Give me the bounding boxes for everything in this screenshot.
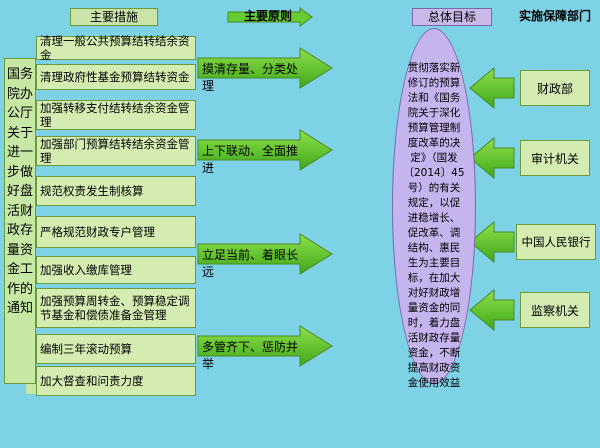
dept-arrow-3: [469, 220, 515, 264]
dept-box-1: 财政部: [520, 70, 590, 106]
measure-item-5: 规范权责发生制核算: [36, 176, 196, 206]
measure-item-6: 严格规范财政专户管理: [36, 216, 196, 248]
measure-item-10: 加大督查和问责力度: [36, 366, 196, 396]
header-goal: 总体目标: [412, 8, 492, 26]
principle-arrow-2: [197, 129, 333, 171]
principle-label-4: 多管齐下、惩防并举: [202, 340, 299, 371]
measure-item-1: 清理一般公共预算结转结余资金: [36, 34, 196, 62]
principle-arrow-3: [197, 233, 333, 275]
dept-arrow-1: [469, 66, 515, 110]
principle-label-1: 摸清存量、分类处理: [202, 62, 299, 93]
measure-item-3: 加强转移支付结转结余资金管理: [36, 100, 196, 130]
header-arrow-principles: [227, 7, 313, 27]
measure-item-2: 清理政府性基金预算结转资金: [36, 64, 196, 90]
dept-box-3: 中国人民银行: [516, 224, 596, 260]
measure-item-8: 加强预算周转金、预算稳定调节基金和偿债准备金管理: [36, 288, 196, 328]
header-measures: 主要措施: [70, 8, 158, 26]
principle-arrow-1: [197, 47, 333, 89]
principle-label-2: 上下联动、全面推进: [202, 144, 299, 175]
notice-title: 国务院办公厅关于进一步做好盘活财政存量资金工作的通知: [4, 58, 36, 384]
principle-arrow-4: [197, 325, 333, 367]
measure-item-9: 编制三年滚动预算: [36, 334, 196, 364]
principle-label-3: 立足当前、着眼长远: [202, 248, 299, 279]
dept-arrow-2: [469, 136, 515, 180]
measure-item-4: 加强部门预算结转结余资金管理: [36, 136, 196, 166]
dept-box-4: 监察机关: [520, 292, 590, 328]
header-support: 实施保障部门: [518, 9, 591, 23]
dept-box-2: 审计机关: [520, 140, 590, 176]
dept-arrow-4: [469, 288, 515, 332]
goal-ellipse: 贯彻落实新修订的预算法和《国务院关于深化预算管理制度改革的决定》（国发〔2014…: [392, 28, 476, 389]
header-principles: 主要原则: [243, 9, 292, 23]
measure-item-7: 加强收入缴库管理: [36, 256, 196, 284]
